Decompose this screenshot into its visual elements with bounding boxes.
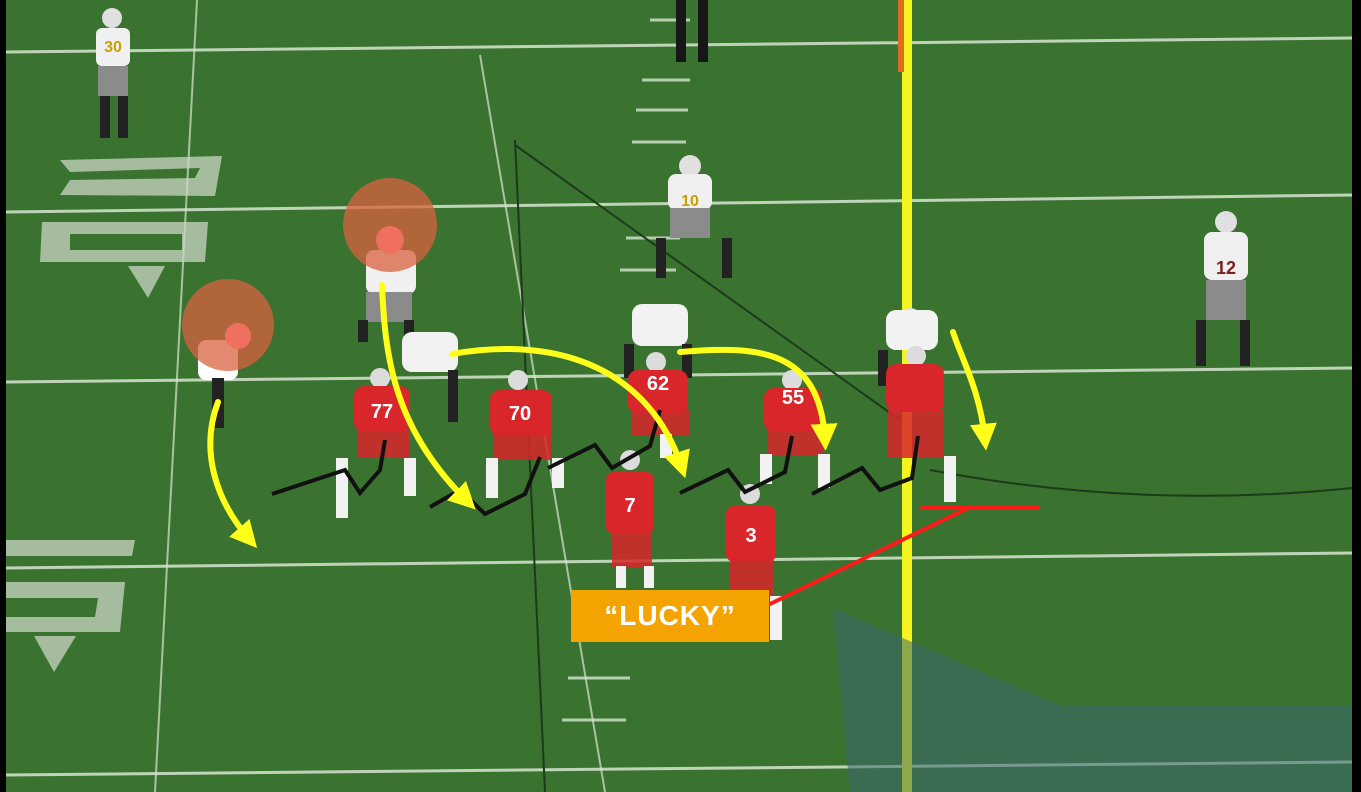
- player-defense-12: [1196, 211, 1250, 366]
- arrow-dl-3-drop: [950, 329, 997, 451]
- jersey-10: 10: [681, 193, 699, 210]
- yard-number-upper: [40, 156, 222, 298]
- player-offense-7: 7: [606, 450, 654, 588]
- arrow-edge-inside-loop: [379, 282, 476, 510]
- helmet-edge-inside: [376, 226, 404, 254]
- player-defense-dl-2: [624, 304, 692, 378]
- jersey-7: 7: [624, 495, 635, 517]
- diagonal-line: [514, 144, 901, 421]
- official: [676, 0, 708, 62]
- arrow-dl-1-slant: [449, 346, 690, 479]
- yard-number-lower: [6, 540, 135, 672]
- player-defense-dl-3: [878, 308, 938, 386]
- player-defense-dl-1: [402, 332, 458, 422]
- jersey-12: 12: [1216, 258, 1236, 278]
- seam-line: [514, 139, 546, 792]
- player-offense-55: 55: [760, 370, 830, 488]
- jersey-62: 62: [647, 373, 669, 395]
- helmet-edge-outside: [225, 323, 251, 349]
- jersey-3: 3: [745, 525, 756, 547]
- jersey-77: 77: [371, 401, 393, 423]
- player-offense-70: 70: [486, 370, 564, 498]
- lucky-callout-label: “LUCKY”: [571, 590, 769, 642]
- arrow-dl-2-slant: [677, 346, 838, 451]
- yellow-arrows: [207, 282, 997, 549]
- read-line: [768, 506, 1040, 606]
- player-offense-right-tackle: [886, 346, 956, 502]
- highlight-circle-edge-outside: [182, 279, 274, 371]
- player-defense-30: [96, 8, 130, 138]
- right-black-border: [1352, 0, 1361, 792]
- shaded-zone: [833, 608, 1352, 792]
- zone-boundary-curve: [929, 469, 1353, 497]
- jersey-55: 55: [782, 387, 804, 409]
- player-defense-10: [656, 155, 732, 278]
- jersey-30: 30: [104, 39, 122, 56]
- jersey-70: 70: [509, 403, 531, 425]
- arrow-edge-outside: [207, 399, 258, 549]
- pylon-marker: [898, 0, 904, 72]
- highlight-circle-edge-inside: [343, 178, 437, 272]
- left-black-border: [0, 0, 6, 792]
